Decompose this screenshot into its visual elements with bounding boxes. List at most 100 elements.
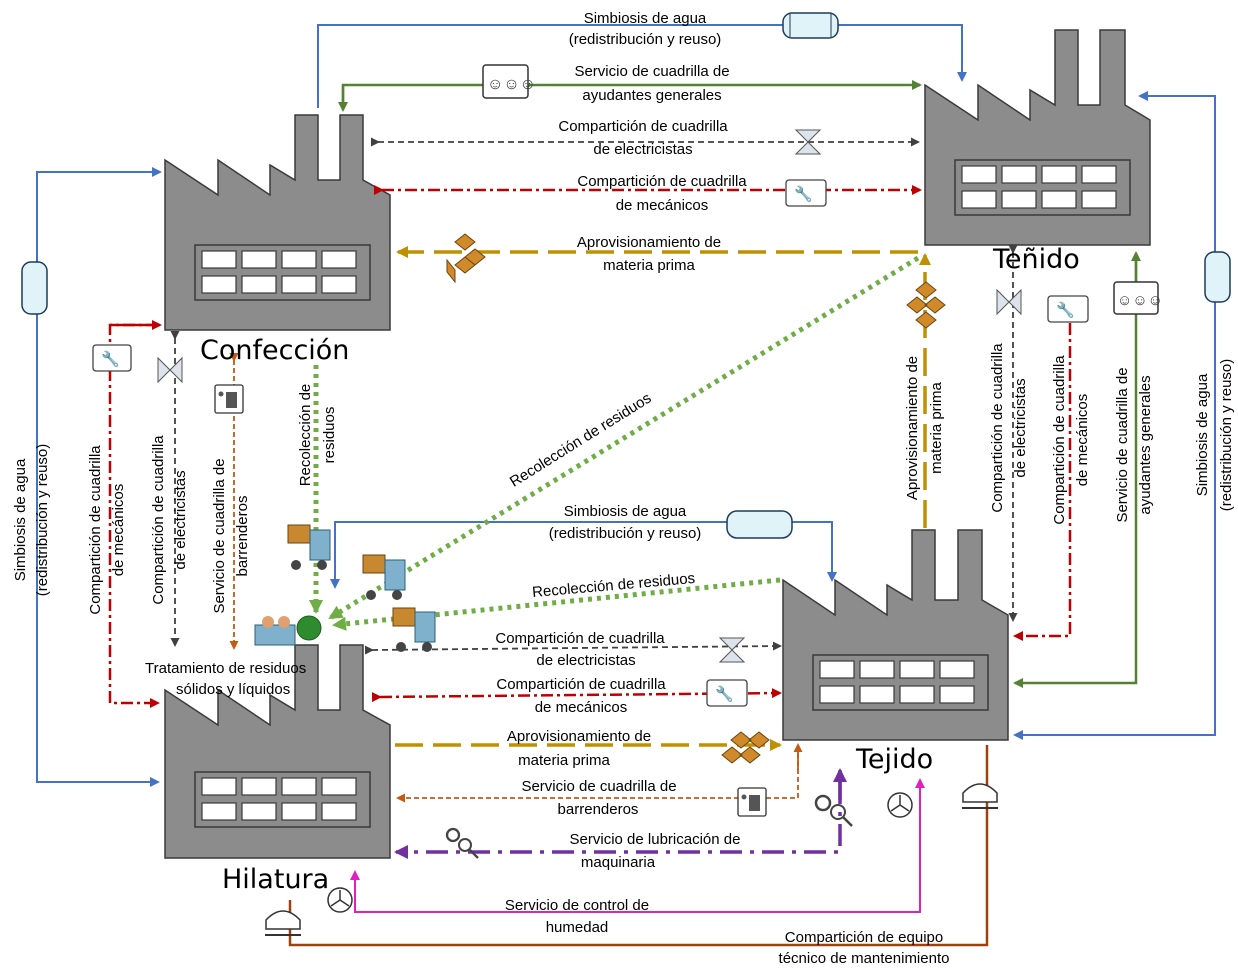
mechanics-left-label-1: Compartición de cuadrilla [87,445,104,615]
valve-icon [996,288,1022,316]
workers-group-icon: ☺☺☺ [1113,281,1163,315]
mechanics-right-label-2: de mecánicos [1074,394,1091,487]
mechanics-left-label-2: de mecánicos [110,484,127,577]
lubrication-flow [394,782,842,859]
raw-top-label-2: materia prima [603,257,695,274]
factory-tejido-label: Tejido [855,744,933,775]
waste-confeccion-label-2: residuos [321,407,338,464]
factory-tenido [924,29,1151,246]
workers-group-icon: ☺☺☺ [482,64,536,99]
electricians-left-label-1: Compartición de cuadrilla [150,435,167,605]
electricians-right-label-2: de electricistas [1012,378,1029,477]
waste-flow-tejido [332,577,781,631]
water-middle-label-2: (redistribución y reuso) [549,525,702,542]
svg-text:☺☺☺: ☺☺☺ [487,76,536,93]
electricians-flow-bottom [364,641,782,655]
electricians-bottom-label-1: Compartición de cuadrilla [495,630,665,647]
helpers-right-label-1: Servicio de cuadrilla de [1114,367,1131,522]
water-top-label-1: Simbiosis de agua [584,10,707,27]
factory-tejido [782,529,1009,741]
water-tank-icon [726,510,793,539]
water-middle-label-1: Simbiosis de agua [564,503,687,520]
humidity-label-1: Servicio de control de [505,897,649,914]
mechanics-right-label-1: Compartición de cuadrilla [1051,355,1068,525]
maintenance-equipment-icon [265,910,301,936]
forklift-worker-icon [254,616,296,646]
wrench-tool-icon: 🔧 [92,344,132,372]
svg-text:☺☺☺: ☺☺☺ [1117,292,1163,309]
trash-bin-icon [737,787,767,817]
svg-text:🔧: 🔧 [715,684,734,703]
maintenance-label-1: Compartición de equipo [785,929,943,946]
electricians-right-label-1: Compartición de cuadrilla [989,343,1006,513]
water-right-label-1: Simbiosis de agua [1194,373,1211,496]
valve-icon [157,356,183,384]
gear-magnifier-icon [445,827,479,859]
svg-text:🔧: 🔧 [794,184,813,203]
sweepers-bottom-label-2: barrenderos [558,801,639,818]
fan-sensor-icon [887,792,913,818]
water-flow-top [317,24,967,108]
electricians-top-label-1: Compartición de cuadrilla [558,118,728,135]
crates-icon [721,731,770,764]
svg-text:🔧: 🔧 [101,349,120,368]
electricians-top-label-2: de electricistas [593,141,692,158]
waste-tejido-label: Recolección de residuos [531,570,695,601]
helpers-flow-right [1013,255,1138,688]
maintenance-equipment-icon [962,783,998,809]
waste-flow-tenido [328,255,920,621]
electricians-bottom-label-2: de electricistas [536,652,635,669]
valve-icon [794,129,822,155]
raw-top-label-1: Aprovisionamiento de [577,234,721,251]
gear-magnifier-icon [814,794,853,827]
mechanics-bottom-label-2: de mecánicos [535,699,628,716]
raw-right-label-1: Aprovisionamiento de [904,356,921,500]
mechanics-flow-right [1013,300,1072,641]
factory-hilatura-label: Hilatura [222,864,329,895]
water-tank-icon [1204,251,1231,303]
wrench-tool-icon: 🔧 [1047,295,1089,323]
crates-icon [446,233,486,284]
forklift-worker-icon [287,524,331,570]
factory-confeccion-label: Confección [200,335,349,366]
wrench-tool-icon: 🔧 [706,679,748,707]
raw-right-label-2: materia prima [928,382,945,474]
humidity-flow [350,782,921,913]
electricians-left-label-2: de electricistas [172,470,189,569]
helpers-right-label-2: ayudantes generales [1137,375,1154,514]
water-tank-icon [21,261,48,315]
treatment-label-line1: Tratamiento de residuos [145,660,306,677]
water-left-label-1: Simbiosis de agua [12,458,29,581]
raw-bottom-label-1: Aprovisionamiento de [507,728,651,745]
sweepers-left-label-1: Servicio de cuadrilla de [211,458,228,613]
mechanics-bottom-label-1: Compartición de cuadrilla [496,676,666,693]
sweepers-bottom-label-1: Servicio de cuadrilla de [521,778,676,795]
fan-sensor-icon [327,887,353,913]
crates-icon [906,281,946,329]
sweepers-left-label-2: barrenderos [234,496,251,577]
trash-bin-icon [214,384,244,414]
mechanics-top-label-1: Compartición de cuadrilla [577,173,747,190]
humidity-label-2: humedad [546,919,609,936]
water-tank-icon [782,12,839,39]
forklift-worker-icon [392,607,436,652]
mechanics-top-label-2: de mecánicos [616,197,709,214]
factory-confeccion [164,114,391,331]
factory-hilatura [164,644,391,859]
water-right-label-2: (redistribución y reuso) [1218,359,1235,512]
waste-tenido-label: Recolección de residuos [507,390,655,491]
helpers-top-label-1: Servicio de cuadrilla de [574,63,729,80]
treatment-node [296,615,322,641]
forklift-worker-icon [362,554,406,600]
lubrication-label-1: Servicio de lubricación de [570,831,741,848]
raw-bottom-label-2: materia prima [518,752,610,769]
wrench-tool-icon: 🔧 [785,179,827,207]
helpers-top-label-2: ayudantes generales [582,87,721,104]
factory-tenido-label: Teñido [992,244,1080,275]
treatment-label-line2: sólidos y líquidos [176,681,290,698]
valve-icon [718,637,746,663]
lubrication-label-2: maquinaria [581,854,656,871]
waste-confeccion-label-1: Recolección de [297,384,314,487]
water-left-label-2: (redistribución y reuso) [34,444,51,597]
